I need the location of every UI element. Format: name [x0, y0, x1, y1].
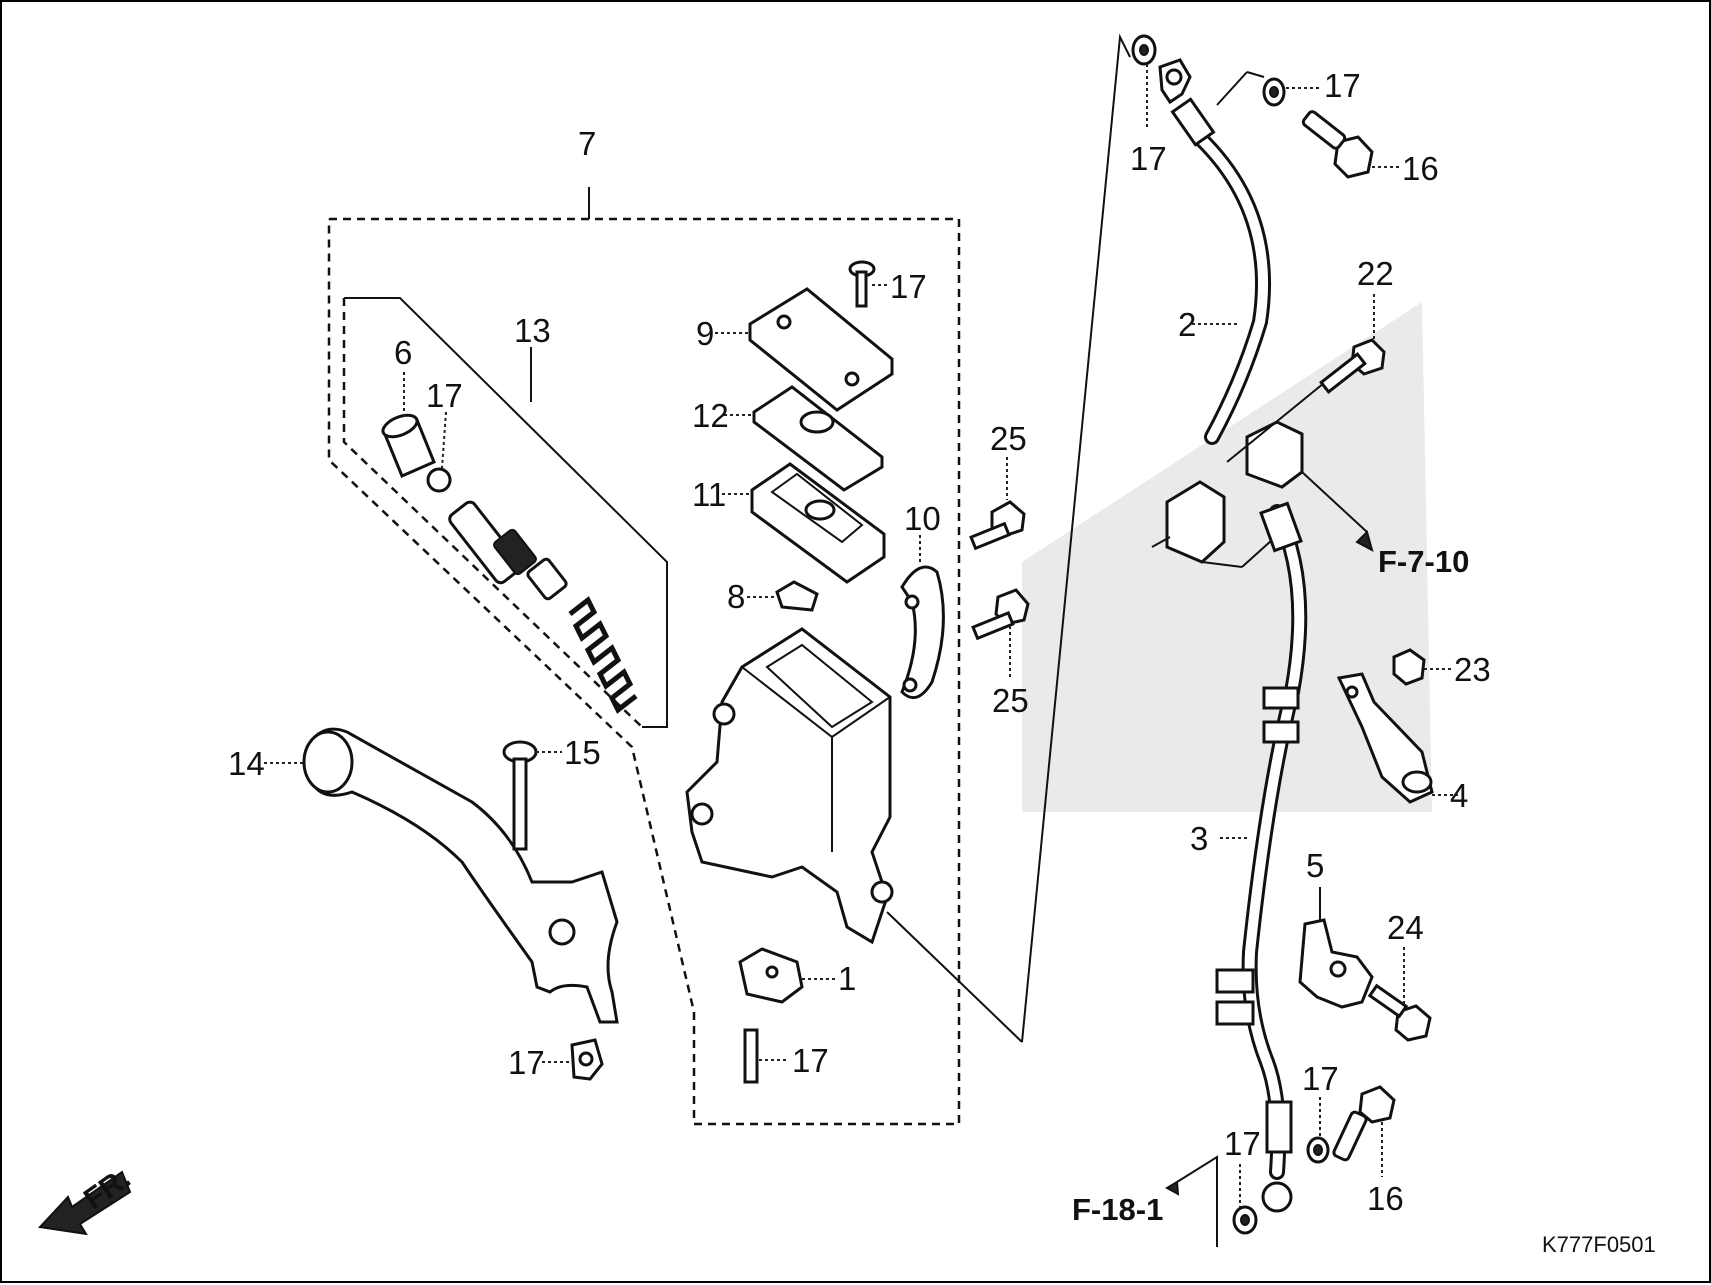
- front-arrow-icon: [37, 1170, 132, 1236]
- assembly-7-outline: [327, 187, 961, 1126]
- bolt-part-25-upper: [969, 457, 1026, 551]
- callout-21: 17: [508, 1044, 545, 1081]
- dust-boot-part-6: [381, 372, 436, 478]
- callout-18: 17: [426, 377, 463, 414]
- reference-f-18-1: F-18-1: [1072, 1192, 1163, 1227]
- reference-f-18-1-pointer: [1164, 1155, 1218, 1247]
- callout-16-upper: 16: [1402, 150, 1439, 187]
- piston-kit-13-outline: [342, 297, 668, 728]
- callout-7: 7: [578, 125, 596, 162]
- callout-25-lower: 25: [992, 682, 1029, 719]
- callout-20: 17: [792, 1042, 829, 1079]
- reservoir-cap-part-9: [715, 287, 894, 412]
- reference-lines: [1021, 33, 1131, 1043]
- spring: [568, 596, 638, 714]
- drawing-code: K777F0501: [1542, 1232, 1656, 1257]
- callout-9: 9: [696, 315, 714, 352]
- bolt-part-16-upper: [1301, 110, 1400, 179]
- brake-hose-part-3: [1215, 501, 1308, 1213]
- nut-part-23: [1392, 648, 1452, 686]
- callout-17-d: 17: [1224, 1125, 1261, 1162]
- callout-25-upper: 25: [990, 420, 1027, 457]
- callout-17-c: 17: [1302, 1060, 1339, 1097]
- callout-6: 6: [394, 334, 412, 371]
- bolt-part-24: [1367, 947, 1432, 1042]
- callout-5: 5: [1306, 847, 1324, 884]
- hose-joint-block: [1151, 369, 1374, 568]
- holder-part-10: [900, 535, 945, 700]
- bolt-part-22: [1319, 294, 1386, 394]
- washer-part-17-b: [1262, 77, 1320, 107]
- callout-8: 8: [727, 578, 745, 615]
- piston: [448, 500, 568, 601]
- washer-part-17-d: [1232, 1164, 1258, 1235]
- callout-12: 12: [692, 397, 729, 434]
- washer-part-17-c: [1306, 1097, 1330, 1164]
- callout-19: 17: [890, 268, 927, 305]
- callout-10: 10: [904, 500, 941, 537]
- callout-23: 23: [1454, 651, 1491, 688]
- master-cylinder-body: [685, 627, 1023, 1043]
- callout-15: 15: [564, 734, 601, 771]
- callout-1: 1: [838, 960, 856, 997]
- diaphragm-part-11: [722, 462, 886, 584]
- callout-17-b: 17: [1324, 67, 1361, 104]
- callout-2: 2: [1178, 306, 1196, 343]
- callout-11: 11: [692, 476, 726, 513]
- callout-17-a: 17: [1130, 140, 1167, 177]
- screw-part-19: [848, 260, 888, 308]
- clamp-part-5: [1298, 887, 1374, 1009]
- screw-part-20: [743, 1028, 788, 1084]
- circlip-part-18: [426, 411, 452, 493]
- callout-14: 14: [228, 745, 265, 782]
- watermark: [1022, 302, 1432, 812]
- callout-13: 13: [514, 312, 551, 349]
- float-part-8: [747, 580, 819, 612]
- brake-lever-part-14: [264, 727, 619, 1024]
- switch-part-1: [738, 947, 837, 1004]
- nut-part-21: [542, 1038, 604, 1081]
- reference-f-7-10: F-7-10: [1378, 544, 1469, 579]
- washer-part-17-a: [1131, 34, 1157, 130]
- bracket-part-4: [1336, 672, 1458, 804]
- plate-part-12: [724, 385, 884, 492]
- pivot-bolt-part-15: [502, 740, 562, 851]
- callout-labels: 7 13 6 17 17 9 12 11 10 8 25 25 14 15 1 …: [78, 67, 1656, 1257]
- callout-3: 3: [1190, 820, 1208, 857]
- bolt-part-16-lower: [1332, 1085, 1396, 1177]
- callout-24: 24: [1387, 909, 1424, 946]
- callout-4: 4: [1450, 777, 1468, 814]
- callout-22: 22: [1357, 255, 1394, 292]
- callout-16-lower: 16: [1367, 1180, 1404, 1217]
- bolt-part-25-lower: [971, 588, 1030, 680]
- brake-hose-part-2: [1158, 58, 1271, 445]
